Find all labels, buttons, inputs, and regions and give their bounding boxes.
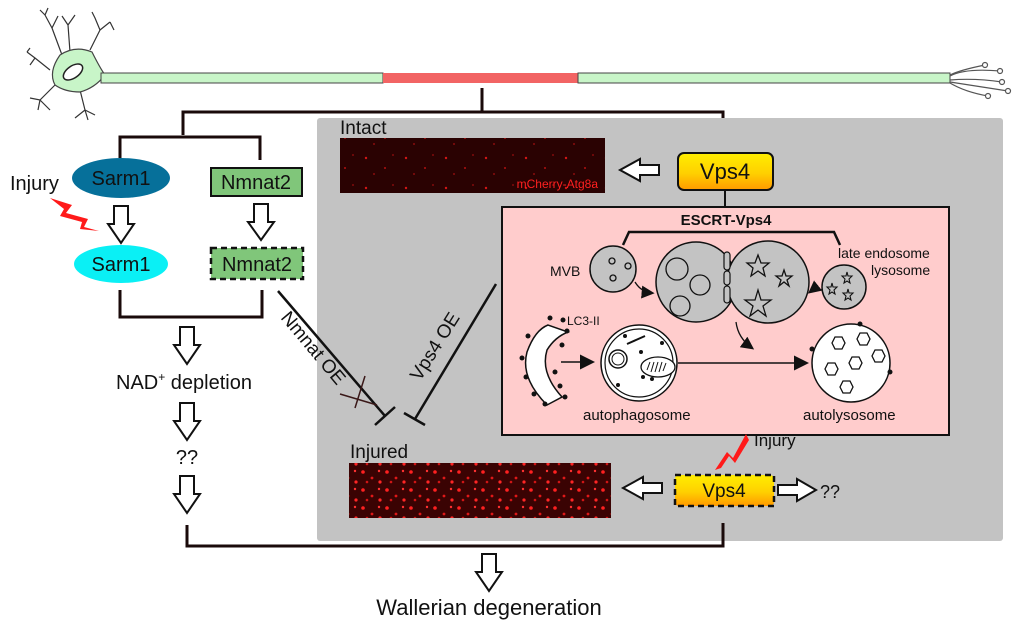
- neuron-illustration: [26, 7, 1012, 121]
- mcherry-label: mCherry-Atg8a: [517, 177, 599, 191]
- arrow-down-icon: [106, 205, 136, 245]
- sarm1-inactive-node: [72, 158, 170, 198]
- axon-distal: [577, 72, 951, 84]
- axon-proximal: [100, 72, 384, 84]
- nmnat2-degraded-label: Nmnat2: [222, 254, 292, 276]
- nucleus: [62, 63, 84, 81]
- merge-bracket: [118, 290, 264, 319]
- nmnat2-label: Nmnat2: [221, 172, 291, 194]
- arrow-left-icon: [617, 157, 660, 183]
- escrt-vps4-title: ESCRT-Vps4: [681, 212, 773, 229]
- sarm1-active-node: [74, 245, 168, 283]
- intact-label: Intact: [340, 118, 387, 139]
- nmnat2-node: [210, 167, 303, 197]
- injury-label-left: Injury: [10, 173, 59, 195]
- lc3-ii-label: LC3-II: [567, 314, 600, 328]
- autophagosome: [600, 324, 678, 402]
- injury-label-right: Injury: [754, 431, 796, 450]
- intact-micrograph: [340, 138, 605, 193]
- arrow-left-icon: [620, 475, 663, 501]
- autophagosome-label: autophagosome: [583, 407, 691, 424]
- vps4-injured-label: Vps4: [702, 481, 746, 502]
- escrt-inset-panel: [501, 206, 950, 436]
- vps4-injured-node: [675, 475, 774, 506]
- sarm1-inactive-label: Sarm1: [92, 168, 151, 190]
- vps4-label: Vps4: [700, 159, 750, 184]
- arrow-down-icon: [172, 326, 202, 366]
- phagophore: [519, 315, 571, 407]
- arrow-down-icon: [474, 553, 504, 593]
- late-endosome-label: late endosome: [838, 245, 930, 261]
- fusing-organelles: [655, 240, 810, 324]
- mvb-vesicle: [589, 245, 637, 293]
- wallerian-degeneration-label: Wallerian degeneration: [376, 595, 601, 620]
- nad-depletion-label: NAD+ depletion: [116, 370, 252, 394]
- bottom-bracket: [185, 523, 725, 548]
- arrow-right-icon: [777, 477, 818, 503]
- lysosome-label: lysosome: [871, 262, 930, 278]
- nmnat2-degraded-node: [209, 246, 305, 281]
- unknown-label-right: ??: [820, 482, 840, 502]
- mvb-label: MVB: [550, 263, 580, 279]
- axon-terminals: [949, 61, 1012, 100]
- lightning-icon-right: [715, 434, 749, 470]
- autolysosome: [809, 321, 893, 403]
- injured-micrograph: [349, 463, 611, 518]
- arrow-down-icon: [172, 475, 202, 515]
- unknown-label-left: ??: [176, 447, 198, 469]
- injured-label: Injured: [350, 442, 408, 463]
- dendrites: [26, 7, 115, 121]
- arrow-down-icon: [246, 203, 276, 242]
- lightning-icon-left: [50, 198, 99, 231]
- axon-injury-site: [383, 73, 578, 83]
- sarm1-active-label: Sarm1: [92, 254, 151, 276]
- escrt-bracket: [621, 230, 842, 246]
- autolysosome-label: autolysosome: [803, 407, 896, 424]
- arrow-down-icon: [172, 402, 202, 442]
